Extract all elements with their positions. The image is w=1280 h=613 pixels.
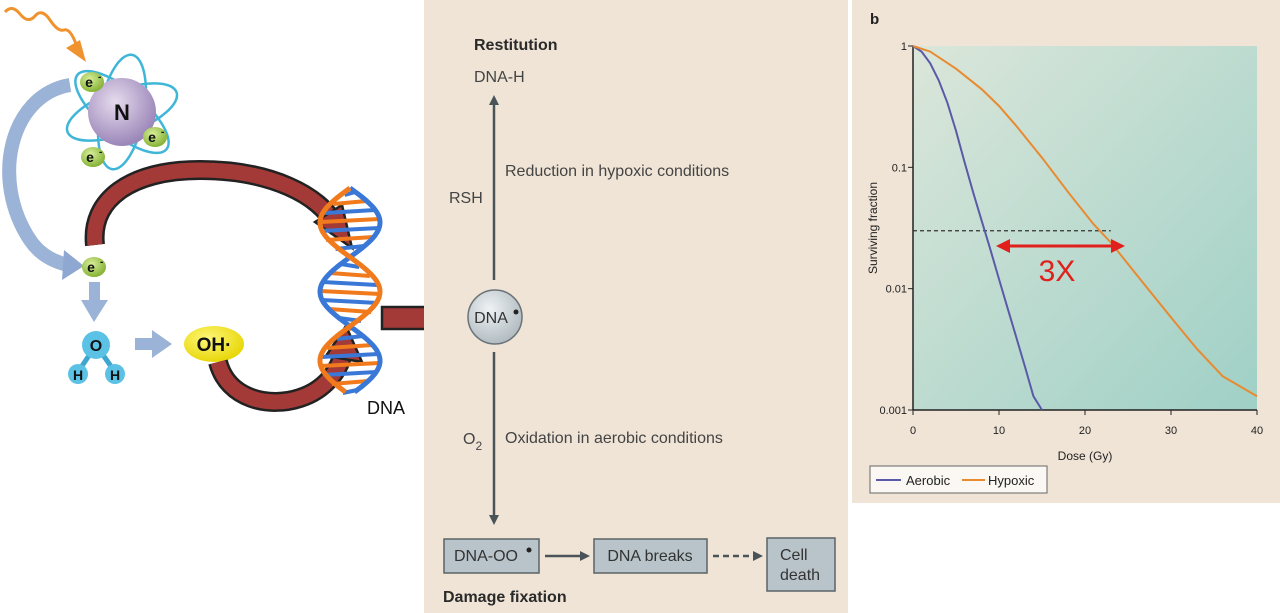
x-tick-label: 40 bbox=[1251, 425, 1263, 437]
svg-text:H: H bbox=[110, 367, 120, 383]
y-tick-label: 0.001 bbox=[879, 405, 907, 417]
ejection-arrowhead-icon bbox=[62, 250, 84, 280]
legend-label-hypoxic: Hypoxic bbox=[988, 473, 1035, 488]
left-diagram: N e - e - e - e - bbox=[2, 7, 461, 418]
dna-breaks-box bbox=[593, 538, 708, 574]
free-electron-icon: e - bbox=[82, 257, 106, 277]
water-to-radical-arrow-icon bbox=[135, 338, 153, 350]
dna-breaks-label: DNA breaks bbox=[607, 548, 692, 565]
ejection-arrow-icon bbox=[2, 78, 72, 272]
dna-radical-label: DNA bbox=[474, 310, 508, 327]
svg-text:-: - bbox=[98, 72, 101, 83]
nucleus-label: N bbox=[114, 100, 130, 125]
svg-text:e: e bbox=[85, 74, 93, 90]
cell-death-line2: death bbox=[780, 567, 820, 584]
dna-helix-icon bbox=[317, 185, 383, 395]
photon-arrowhead-icon bbox=[66, 40, 86, 62]
svg-text:H: H bbox=[73, 367, 83, 383]
y-tick-label: 0.1 bbox=[892, 162, 907, 174]
x-axis-ticks: 0 10 20 30 40 bbox=[910, 410, 1263, 437]
x-tick-label: 0 bbox=[910, 425, 916, 437]
cell-death-box bbox=[766, 537, 836, 592]
dna-oo-label: DNA-OO bbox=[454, 548, 518, 565]
plot-area bbox=[913, 46, 1257, 410]
x-tick-label: 10 bbox=[993, 425, 1005, 437]
x-axis-label: Dose (Gy) bbox=[1058, 449, 1113, 463]
o2-label: O2 bbox=[463, 431, 482, 453]
peroxyl-dot-icon bbox=[526, 547, 532, 553]
radical-dot-icon bbox=[513, 309, 519, 315]
y-axis-label: Surviving fraction bbox=[866, 182, 880, 274]
cell-death-line1: Cell bbox=[780, 547, 808, 564]
dna-oo-box bbox=[443, 538, 540, 574]
electron-icon: e - bbox=[81, 147, 105, 167]
y-tick-label: 0.01 bbox=[886, 284, 907, 296]
oxidation-label: Oxidation in aerobic conditions bbox=[505, 430, 723, 447]
svg-text:-: - bbox=[99, 147, 102, 158]
svg-text:O: O bbox=[90, 338, 102, 355]
restitution-title: Restitution bbox=[474, 37, 558, 54]
y-axis-ticks: 0.001 0.01 0.1 1 bbox=[879, 41, 913, 417]
dna-label: DNA bbox=[367, 398, 405, 418]
x-tick-label: 20 bbox=[1079, 425, 1091, 437]
water-molecule-icon: O H H bbox=[68, 331, 125, 384]
svg-text:e: e bbox=[86, 149, 94, 165]
right-chart: b 0.001 0.01 0.1 1 0 10 20 30 40 Surviving frac… bbox=[852, 0, 1280, 503]
legend-label-aerobic: Aerobic bbox=[906, 473, 951, 488]
center-panel: Restitution DNA-H RSH Reduction in hypox… bbox=[424, 0, 848, 613]
y-tick-label: 1 bbox=[901, 41, 907, 53]
electron-icon: e - bbox=[80, 72, 104, 92]
radical-arrowhead-icon bbox=[323, 323, 365, 364]
rsh-label: RSH bbox=[449, 190, 483, 207]
dna-radical-node bbox=[467, 289, 523, 345]
ratio-annotation: 3X bbox=[1039, 255, 1076, 288]
hydroxyl-radical-icon bbox=[184, 326, 244, 362]
reduction-label: Reduction in hypoxic conditions bbox=[505, 163, 729, 180]
dna-h-label: DNA-H bbox=[474, 69, 525, 86]
electron-icon: e - bbox=[143, 127, 167, 147]
series-line-hypoxic bbox=[912, 45, 1258, 398]
photon-wave-icon bbox=[3, 7, 78, 45]
series-line-aerobic bbox=[912, 45, 1043, 411]
damage-fixation-title: Damage fixation bbox=[443, 589, 567, 606]
hydroxyl-radical-label: OH· bbox=[197, 335, 232, 356]
svg-text:e: e bbox=[87, 259, 95, 275]
svg-text:-: - bbox=[161, 127, 164, 138]
atom-icon bbox=[65, 53, 179, 171]
electron-to-water-arrow-icon bbox=[89, 282, 100, 302]
svg-text:-: - bbox=[100, 257, 103, 268]
panel-letter: b bbox=[870, 11, 879, 28]
x-tick-label: 30 bbox=[1165, 425, 1177, 437]
svg-text:e: e bbox=[148, 129, 156, 145]
